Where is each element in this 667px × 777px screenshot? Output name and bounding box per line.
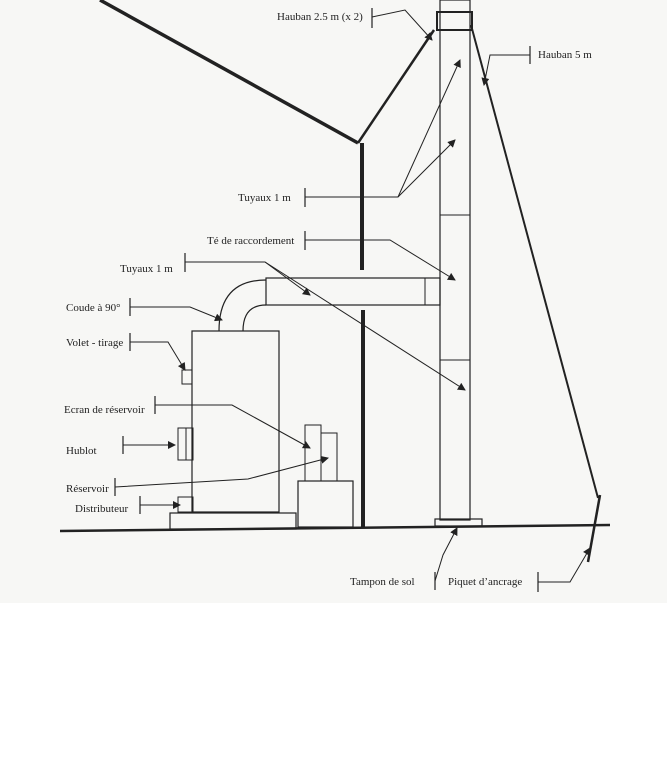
label-piquet-ancrage: Piquet d’ancrage <box>448 576 522 588</box>
stove <box>191 330 280 513</box>
anchor-stake <box>586 494 602 563</box>
label-reservoir: Réservoir <box>66 483 109 495</box>
label-volet-tirage: Volet - tirage <box>66 337 123 349</box>
label-tuyaux-vertical: Tuyaux 1 m <box>238 192 291 204</box>
label-te-raccordement: Té de raccordement <box>207 235 294 247</box>
reservoir-screen <box>304 424 322 482</box>
label-coude: Coude à 90° <box>66 302 121 314</box>
horizontal-pipe <box>265 277 441 306</box>
label-tampon-sol: Tampon de sol <box>350 576 415 588</box>
chimney-collar <box>436 11 473 31</box>
roof-line <box>99 0 359 145</box>
stove-base <box>169 512 297 530</box>
reservoir-box <box>297 480 354 528</box>
label-hublot: Hublot <box>66 445 97 457</box>
label-ticks <box>114 8 539 592</box>
label-hauban-5m: Hauban 5 m <box>538 49 592 61</box>
elbow-90 <box>218 279 267 332</box>
label-ecran-reservoir: Ecran de réservoir <box>64 404 145 416</box>
label-distributeur: Distributeur <box>75 503 128 515</box>
leader-lines <box>114 9 591 583</box>
chimney-installation-diagram: Hauban 2.5 m (x 2) Hauban 5 m Tuyaux 1 m… <box>59 0 611 592</box>
short-guy-wire <box>356 29 436 144</box>
long-guy-wire <box>470 24 599 499</box>
scanned-sheet <box>0 0 667 603</box>
draft-damper <box>181 369 193 385</box>
ground-line <box>59 523 611 533</box>
chimney-pipe <box>439 0 471 521</box>
label-hauban-2-5m: Hauban 2.5 m (x 2) <box>277 11 363 23</box>
reservoir-tank <box>320 432 338 482</box>
label-tuyaux-horizontal: Tuyaux 1 m <box>120 263 173 275</box>
distributor <box>177 496 194 513</box>
